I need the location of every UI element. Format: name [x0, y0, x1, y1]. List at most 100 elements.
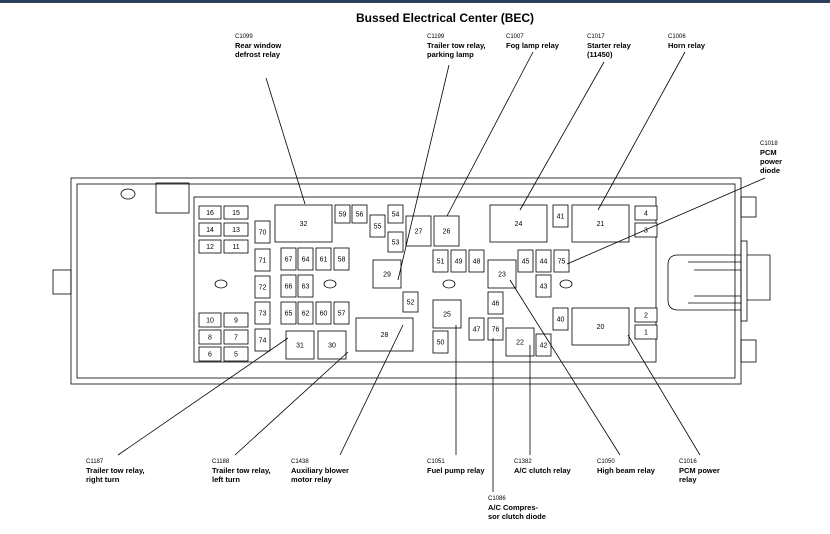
fuse-slot-box [487, 317, 504, 341]
fuse-slot-label: 71 [259, 258, 267, 265]
fuse-slot-box [223, 222, 249, 237]
fuse-slot-66: 66 [280, 274, 297, 298]
left-tab [52, 269, 72, 295]
fuse-slot-box [387, 231, 404, 253]
fuse-slot-label: 48 [473, 259, 481, 266]
leader-c1018 [566, 177, 766, 265]
fuse-slot-5: 5 [223, 346, 249, 362]
fuse-slot-label: 56 [356, 212, 364, 219]
callout-code: C1006 [668, 34, 686, 40]
fuse-slot-box [198, 312, 222, 328]
fuse-slot-label: 20 [597, 324, 605, 331]
fuse-slot-label: 11 [232, 244, 239, 251]
fuse-slot-49: 49 [450, 249, 467, 273]
fuse-slot-box [487, 259, 517, 289]
callout-c1187: C1187 Trailer tow relay, right turn [86, 458, 145, 484]
fuse-slot-1: 1 [634, 324, 658, 340]
callout-c1016: C1016 PCM power relay [679, 458, 720, 484]
fuse-slot-label: 75 [558, 259, 566, 266]
fuse-slot-box [468, 317, 485, 341]
fuse-slot-box [387, 204, 404, 224]
connector-plug [667, 254, 741, 311]
fuse-slot-label: 13 [232, 227, 240, 234]
fuse-slot-box [198, 346, 222, 362]
fuse-slot-label: 9 [234, 318, 238, 325]
fuse-slot-label: 4 [644, 211, 648, 218]
fuse-slot-box [634, 324, 658, 340]
fuse-slot-label: 54 [392, 212, 400, 219]
fuse-panel [193, 196, 657, 363]
fuse-slot-box [489, 204, 548, 243]
fuse-slot-box [535, 274, 552, 298]
callout-code: C1050 [597, 459, 615, 465]
fuse-slot-box [198, 329, 222, 345]
callout-code: C1018 [760, 141, 778, 147]
housing-inner [76, 183, 736, 379]
fuse-slot-box [402, 291, 419, 313]
fuse-slot-53: 53 [387, 231, 404, 253]
panel-hole [214, 279, 228, 289]
fuse-slot-box [198, 205, 222, 220]
callout-code: C1382 [514, 459, 532, 465]
fuse-slot-box [280, 274, 297, 298]
fuse-slot-31: 31 [285, 330, 315, 360]
callout-name: Auxiliary blower motor relay [291, 466, 349, 484]
fuse-slot-label: 22 [516, 340, 524, 347]
fuse-slot-box [297, 301, 314, 325]
leader-c1017 [519, 61, 605, 211]
callout-code: C1086 [488, 496, 506, 502]
callout-name: A/C clutch relay [514, 466, 571, 475]
fuse-slot-label: 53 [392, 240, 400, 247]
fuse-slot-60: 60 [315, 301, 332, 325]
fuse-slot-label: 73 [259, 311, 267, 318]
callout-c1382: C1382 A/C clutch relay [514, 458, 571, 475]
fuse-slot-box [432, 249, 449, 273]
fuse-slot-74: 74 [254, 328, 271, 352]
callout-name: Rear window defrost relay [235, 41, 282, 59]
fuse-slot-box [552, 307, 569, 331]
fuse-slot-box [254, 275, 271, 299]
leader-c1187 [117, 337, 289, 456]
fuse-slot-box [223, 329, 249, 345]
fuse-slot-16: 16 [198, 205, 222, 220]
callout-c1199: C1199 Trailer tow relay, parking lamp [427, 33, 486, 59]
corner-block [155, 182, 190, 214]
fuse-slot-label: 42 [540, 343, 548, 350]
fuse-slot-box [634, 307, 658, 323]
fuse-slot-box [280, 301, 297, 325]
fuse-slot-52: 52 [402, 291, 419, 313]
fuse-slot-61: 61 [315, 247, 332, 271]
fuse-slot-label: 21 [597, 221, 605, 228]
fuse-slot-label: 70 [259, 230, 267, 237]
fuse-slot-label: 67 [285, 257, 293, 264]
fuse-slot-57: 57 [333, 301, 350, 325]
fuse-slot-50: 50 [432, 330, 449, 354]
fuse-slot-label: 28 [381, 332, 389, 339]
callout-name: Starter relay (11450) [587, 41, 631, 59]
callout-code: C1017 [587, 34, 605, 40]
fuse-slot-box [198, 222, 222, 237]
callout-name: Trailer tow relay, right turn [86, 466, 145, 484]
fuse-slot-label: 49 [455, 259, 463, 266]
fuse-slot-box [274, 204, 333, 243]
fuse-slot-7: 7 [223, 329, 249, 345]
fuse-slot-box [317, 330, 347, 360]
fuse-slot-box [432, 299, 462, 329]
fuse-slot-box [535, 249, 552, 273]
fuse-slot-label: 60 [320, 311, 328, 318]
callout-name: PCM power diode [760, 148, 783, 175]
panel-hole [559, 279, 573, 289]
diagram-title: Bussed Electrical Center (BEC) [355, 11, 535, 25]
fuse-slot-label: 6 [208, 352, 212, 359]
fuse-slot-label: 57 [338, 311, 346, 318]
fuse-slot-label: 14 [206, 227, 214, 234]
top-border [0, 0, 830, 3]
fuse-slot-47: 47 [468, 317, 485, 341]
fuse-slot-label: 52 [407, 300, 415, 307]
callout-name: Horn relay [668, 41, 706, 50]
callout-code: C1051 [427, 459, 445, 465]
fuse-slot-box [552, 204, 569, 228]
fuse-slot-51: 51 [432, 249, 449, 273]
fuse-slot-23: 23 [487, 259, 517, 289]
